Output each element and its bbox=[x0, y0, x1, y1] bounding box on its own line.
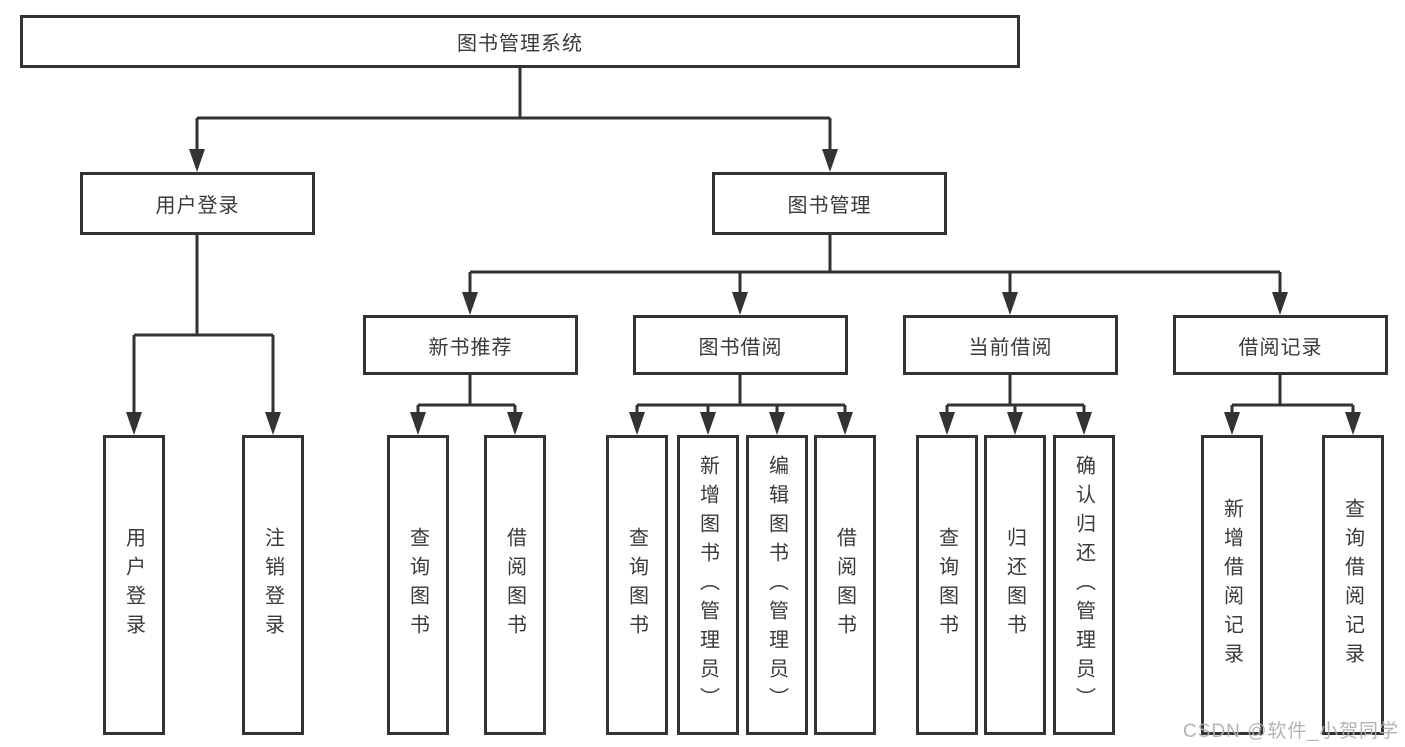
leaf-logout: 注销登录 bbox=[242, 435, 304, 735]
leaf-label: 查询图书 bbox=[625, 527, 648, 643]
leaf-query-books-1: 查询图书 bbox=[387, 435, 449, 735]
leaf-edit-books-admin: 编辑图书（管理员） bbox=[746, 435, 808, 735]
leaf-label: 查询图书 bbox=[935, 527, 958, 643]
leaf-user-login: 用户登录 bbox=[103, 435, 165, 735]
node-library-management-system: 图书管理系统 bbox=[20, 15, 1020, 68]
leaf-query-borrow-record: 查询借阅记录 bbox=[1322, 435, 1384, 735]
watermark: CSDN @软件_小贺同学 bbox=[1183, 721, 1399, 742]
leaf-label: 用户登录 bbox=[122, 527, 145, 643]
leaf-label: 确认归还（管理员） bbox=[1072, 454, 1095, 716]
leaf-confirm-return-admin: 确认归还（管理员） bbox=[1053, 435, 1115, 735]
leaf-label: 归还图书 bbox=[1003, 527, 1026, 643]
node-new-book-recommend: 新书推荐 bbox=[363, 315, 578, 375]
leaf-borrow-books-2: 借阅图书 bbox=[814, 435, 876, 735]
leaf-query-books-3: 查询图书 bbox=[916, 435, 978, 735]
node-borrowing-records: 借阅记录 bbox=[1173, 315, 1388, 375]
leaf-label: 注销登录 bbox=[261, 527, 284, 643]
leaf-label: 新增图书（管理员） bbox=[696, 454, 719, 716]
leaf-label: 编辑图书（管理员） bbox=[765, 454, 788, 716]
leaf-label: 查询借阅记录 bbox=[1341, 498, 1364, 672]
leaf-label: 借阅图书 bbox=[503, 527, 526, 643]
leaf-label: 查询图书 bbox=[406, 527, 429, 643]
leaf-query-books-2: 查询图书 bbox=[606, 435, 668, 735]
leaf-add-books-admin: 新增图书（管理员） bbox=[677, 435, 739, 735]
leaf-label: 新增借阅记录 bbox=[1220, 498, 1243, 672]
leaf-borrow-books-1: 借阅图书 bbox=[484, 435, 546, 735]
leaf-label: 借阅图书 bbox=[833, 527, 856, 643]
node-book-management: 图书管理 bbox=[712, 172, 947, 235]
leaf-add-borrow-record: 新增借阅记录 bbox=[1201, 435, 1263, 735]
node-book-borrowing: 图书借阅 bbox=[633, 315, 848, 375]
node-user-login: 用户登录 bbox=[80, 172, 315, 235]
leaf-return-books: 归还图书 bbox=[984, 435, 1046, 735]
node-current-borrowing: 当前借阅 bbox=[903, 315, 1118, 375]
